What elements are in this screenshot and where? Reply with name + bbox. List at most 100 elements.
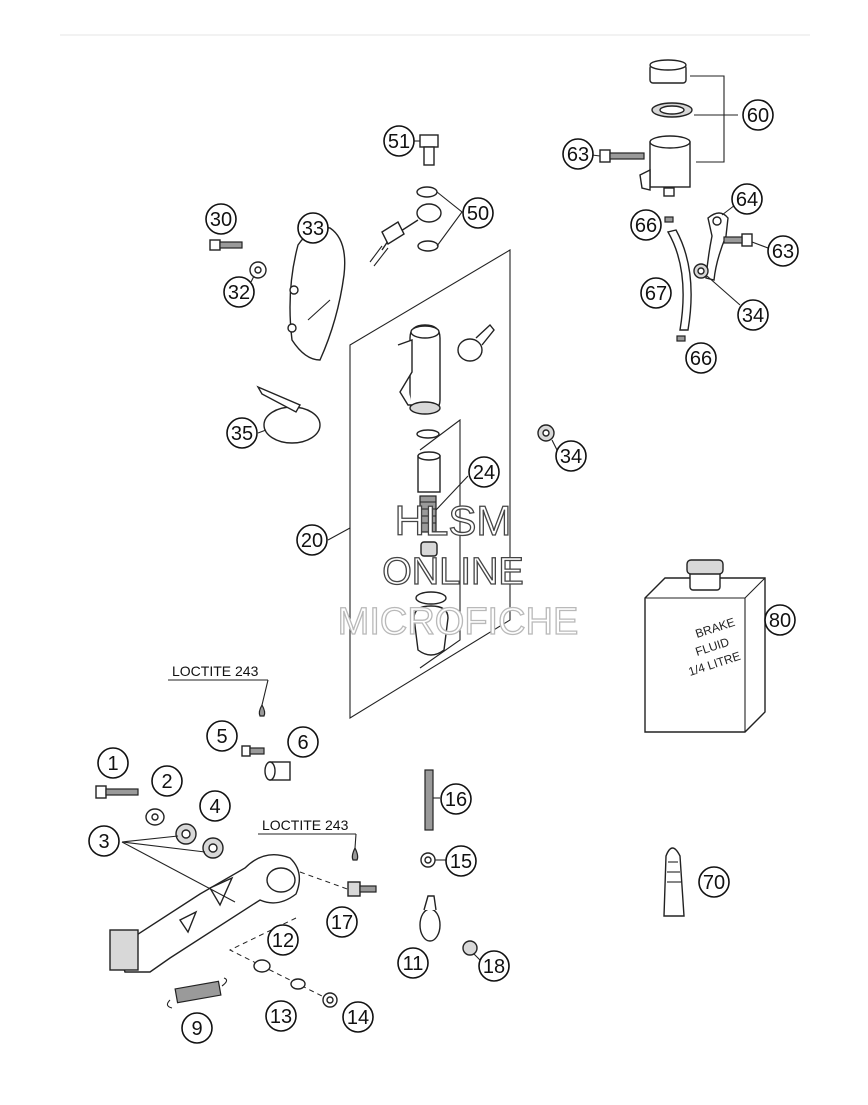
callout-63: 63 (767, 235, 799, 267)
cable-tie (256, 385, 321, 444)
loctite-upper-lead (261, 679, 269, 706)
callout-number: 20 (301, 530, 323, 552)
nut-34-middle (537, 424, 555, 442)
callout-circle (267, 924, 299, 956)
callout-circle (731, 183, 763, 215)
reservoir (639, 135, 691, 197)
callout-number: 32 (228, 282, 250, 304)
callout-circle (462, 197, 494, 229)
leader-50 (436, 191, 463, 247)
bushing-6 (264, 761, 291, 781)
callout-number: 6 (297, 732, 308, 754)
callout-circle (199, 790, 231, 822)
bleed-screw (419, 134, 439, 166)
callout-67: 67 (640, 277, 672, 309)
callout-11: 11 (397, 947, 429, 979)
watermark-line-2: ONLINE (382, 551, 523, 593)
callout-2: 2 (151, 765, 183, 797)
nut-32 (249, 261, 267, 279)
callout-number: 1 (107, 753, 118, 775)
piston-cup (413, 605, 449, 656)
reservoir-bracket (705, 212, 729, 281)
leader-24 (435, 475, 469, 511)
callout-circle (296, 524, 328, 556)
bearing-4b (202, 837, 224, 859)
callout-number: 14 (347, 1007, 369, 1029)
callout-18: 18 (478, 950, 510, 982)
nut-34-upper (693, 263, 709, 279)
callout-number: 60 (747, 105, 769, 127)
callout-circle (640, 277, 672, 309)
sealing-ring-upper (416, 186, 438, 198)
callout-circle (287, 726, 319, 758)
loctite-lower-lead (354, 833, 357, 849)
piston-spring (419, 495, 437, 533)
callout-70: 70 (698, 866, 730, 898)
nut-15 (420, 852, 436, 868)
callout-number: 4 (209, 796, 220, 818)
callout-50: 50 (462, 197, 494, 229)
watermark-line-3: MICROFICHE (338, 601, 579, 643)
bearing-4a (175, 823, 197, 845)
banjo-bolt-hose (369, 203, 442, 267)
callout-34: 34 (737, 299, 769, 331)
callout-circle (205, 203, 237, 235)
callout-14: 14 (342, 1001, 374, 1033)
callout-30: 30 (205, 203, 237, 235)
callout-13: 13 (265, 1000, 297, 1032)
rod-16 (424, 769, 434, 831)
callout-34: 34 (555, 440, 587, 472)
callout-24: 24 (468, 456, 500, 488)
callout-64: 64 (731, 183, 763, 215)
leader-18 (473, 953, 481, 961)
callout-66: 66 (630, 209, 662, 241)
washer-13 (290, 978, 306, 990)
callout-number: 67 (645, 283, 667, 305)
callout-circle (445, 845, 477, 877)
pushrod-17 (347, 846, 377, 897)
screw-5 (241, 703, 266, 757)
washer-12 (253, 959, 271, 973)
leader-3c (121, 841, 236, 903)
callout-number: 24 (473, 462, 495, 484)
piston-sleeve (417, 451, 441, 493)
callout-circle (685, 342, 717, 374)
piston-kit-bracket (419, 418, 461, 669)
callout-circle (440, 783, 472, 815)
washer-2 (145, 808, 165, 826)
callout-circle (206, 720, 238, 752)
callout-number: 16 (445, 789, 467, 811)
callout-circle (326, 906, 358, 938)
callout-circle (88, 825, 120, 857)
callout-number: 50 (467, 203, 489, 225)
callout-9: 9 (181, 1012, 213, 1044)
callout-number: 35 (231, 423, 253, 445)
callout-number: 34 (560, 446, 582, 468)
loctite-tube (663, 847, 685, 917)
callout-number: 64 (736, 189, 758, 211)
callout-circle (468, 456, 500, 488)
callout-number: 66 (635, 215, 657, 237)
callout-number: 51 (388, 131, 410, 153)
callout-3: 3 (88, 825, 120, 857)
cap-set-bracket (690, 75, 725, 163)
o-ring (416, 429, 440, 439)
callout-number: 70 (703, 872, 725, 894)
callout-66: 66 (685, 342, 717, 374)
spring-9 (166, 977, 228, 1009)
callout-17: 17 (326, 906, 358, 938)
callout-number: 13 (270, 1006, 292, 1028)
callout-12: 12 (267, 924, 299, 956)
screw-30 (209, 239, 243, 251)
callout-number: 63 (567, 144, 589, 166)
callout-circle (297, 212, 329, 244)
callout-60: 60 (742, 99, 774, 131)
callout-number: 30 (210, 209, 232, 231)
callout-51: 51 (383, 125, 415, 157)
callout-80: 80 (764, 604, 796, 636)
screw-63-lower (723, 233, 753, 247)
reservoir-diaphragm (651, 102, 693, 118)
callout-number: 15 (450, 851, 472, 873)
leader-34-upper (706, 275, 741, 306)
